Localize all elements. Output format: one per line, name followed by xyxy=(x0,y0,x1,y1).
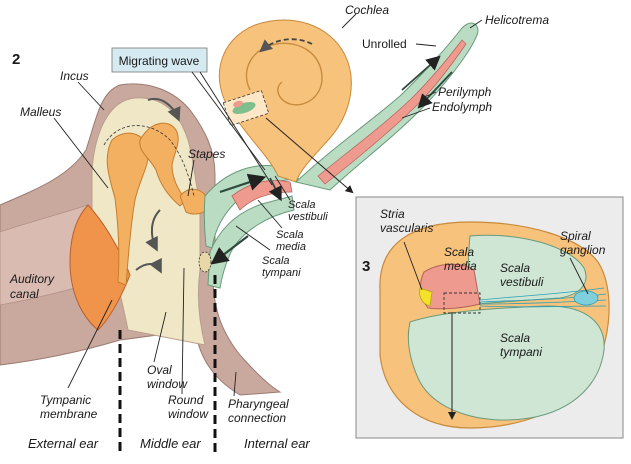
wave-arrow-down xyxy=(268,177,282,202)
label-tympanic-membrane: Tympanic membrane xyxy=(40,393,98,421)
label-cs-scala-tympani: Scala tympani xyxy=(500,331,542,359)
cochlea-group xyxy=(218,19,479,194)
panel-number-2: 2 xyxy=(12,51,20,68)
organ-of-corti-focus xyxy=(443,292,481,314)
label-scala-media: Scala media xyxy=(276,229,307,253)
unrolled-endolymph-band xyxy=(317,39,467,185)
label-pharyngeal-connection: Pharyngeal connection xyxy=(228,397,292,425)
unrolled-arrow-down xyxy=(417,71,453,109)
ossicle-motion-arrow-top xyxy=(147,98,181,122)
unrolled-arrow-up xyxy=(401,55,441,91)
inset-green xyxy=(232,101,256,115)
cochlea-spiral xyxy=(245,42,323,106)
label-spiral-ganglion: Spiral ganglion xyxy=(560,229,606,257)
incus xyxy=(139,122,187,207)
wave-arrow-return xyxy=(210,235,249,265)
ossicle-dashed-outline xyxy=(103,125,195,197)
ossicle-motion-arrow-bottom xyxy=(135,257,162,274)
label-helicotrema: Helicotrema xyxy=(485,13,549,27)
label-scala-vestibuli: Scala vestibuli xyxy=(288,199,328,223)
panel-3 xyxy=(355,196,624,439)
pointer-to-panel-3 xyxy=(265,117,354,194)
label-cs-scala-media: Scala media xyxy=(444,245,477,273)
label-malleus: Malleus xyxy=(20,105,61,119)
scala-tympani-area xyxy=(407,305,605,421)
region-middle-ear: Middle ear xyxy=(140,436,201,451)
tympanic-membrane xyxy=(69,204,131,331)
panel-2-anatomy xyxy=(0,83,302,396)
label-perilymph: Perilymph xyxy=(438,85,492,99)
spiral-ganglion xyxy=(573,290,599,306)
ossicle-motion-arrow-left xyxy=(145,209,161,252)
stria-vascularis xyxy=(419,287,433,307)
label-incus: Incus xyxy=(60,69,89,83)
wave-arrow-forward xyxy=(219,173,267,194)
label-stria-vascularis: Stria vascularis xyxy=(380,207,433,235)
migrating-wave-callout xyxy=(111,47,208,73)
label-cs-scala-vestibuli: Scala vestibuli xyxy=(500,261,544,289)
label-cochlea: Cochlea xyxy=(345,3,389,17)
label-stapes: Stapes xyxy=(188,147,225,161)
panel-number-3: 3 xyxy=(362,258,370,275)
label-auditory-canal: Auditory canal xyxy=(9,272,57,301)
migrating-wave-label: Migrating wave xyxy=(119,54,200,68)
label-endolymph: Endolymph xyxy=(432,100,492,114)
round-window xyxy=(198,251,212,273)
inset-red xyxy=(233,100,243,108)
region-external-ear: External ear xyxy=(28,436,99,451)
scala-tympani-duct xyxy=(207,195,295,289)
label-round-window: Round window xyxy=(168,393,209,421)
label-unrolled: Unrolled xyxy=(362,37,407,51)
leader-lines xyxy=(53,13,589,397)
label-oval-window: Oval window xyxy=(147,363,188,391)
region-internal-ear: Internal ear xyxy=(244,436,310,451)
label-scala-tympani: Scala tympani xyxy=(262,255,301,279)
cochlea-dashed-arrow xyxy=(259,38,313,53)
